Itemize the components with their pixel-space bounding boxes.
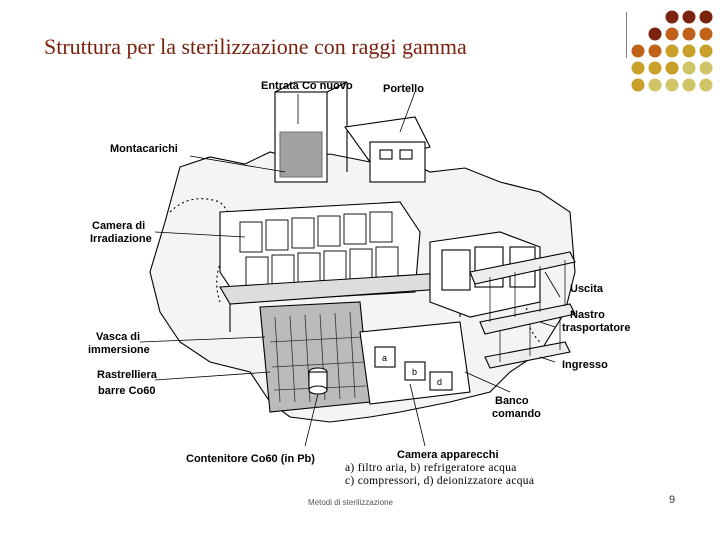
decorative-dot (648, 61, 662, 75)
label-nastro-2: trasportatore (562, 322, 631, 334)
gamma-sterilization-plant-illustration: a b d (139, 81, 576, 447)
label-banco-2: comando (492, 408, 541, 420)
decorative-dot (699, 10, 713, 24)
decorative-dot-grid (631, 10, 713, 92)
label-montacarichi: Montacarichi (110, 143, 178, 155)
label-entrata-co-nuovo: Entrata Co nuovo (261, 80, 353, 92)
decorative-dot (699, 61, 713, 75)
title-divider-line (626, 12, 627, 58)
footer-text: Metodi di sterilizzazione (308, 498, 393, 507)
note-line-2: c) compressori, d) deionizzatore acqua (345, 475, 535, 487)
decorative-dot (648, 44, 662, 58)
label-rastrelliera-1: Rastrelliera (97, 369, 157, 381)
svg-text:a: a (382, 353, 387, 363)
label-camera-irradiazione-2: Irradiazione (90, 233, 152, 245)
decorative-dot (665, 78, 679, 92)
label-banco-1: Banco (495, 395, 529, 407)
decorative-dot (699, 44, 713, 58)
decorative-dot (682, 78, 696, 92)
decorative-dot (631, 78, 645, 92)
slide-title: Struttura per la sterilizzazione con rag… (44, 34, 467, 59)
decorative-dot (648, 27, 662, 41)
label-vasca-1: Vasca di (96, 331, 141, 343)
decorative-dot (631, 44, 645, 58)
label-vasca-2: immersione (88, 344, 150, 356)
label-camera-irradiazione-1: Camera di (92, 220, 146, 232)
label-portello: Portello (383, 83, 424, 95)
decorative-dot (665, 10, 679, 24)
label-ingresso: Ingresso (562, 359, 608, 371)
label-uscita: Uscita (570, 283, 604, 295)
decorative-dot (699, 27, 713, 41)
label-camera-apparecchi: Camera apparecchi (397, 449, 499, 461)
decorative-dot (682, 10, 696, 24)
decorative-dot (648, 78, 662, 92)
decorative-dot (665, 27, 679, 41)
decorative-dot (665, 44, 679, 58)
decorative-dot (699, 78, 713, 92)
svg-text:b: b (412, 367, 417, 377)
decorative-dot (682, 61, 696, 75)
svg-text:d: d (437, 377, 442, 387)
note-line-1: a) filtro aria, b) refrigeratore acqua (345, 462, 517, 474)
label-rastrelliera-2: barre Co60 (98, 385, 156, 397)
decorative-dot (631, 61, 645, 75)
label-contenitore-co60: Contenitore Co60 (in Pb) (186, 453, 315, 465)
label-nastro-1: Nastro (570, 309, 605, 321)
decorative-dot (682, 27, 696, 41)
page-number: 9 (669, 494, 676, 506)
decorative-dot (682, 44, 696, 58)
decorative-dot (665, 61, 679, 75)
